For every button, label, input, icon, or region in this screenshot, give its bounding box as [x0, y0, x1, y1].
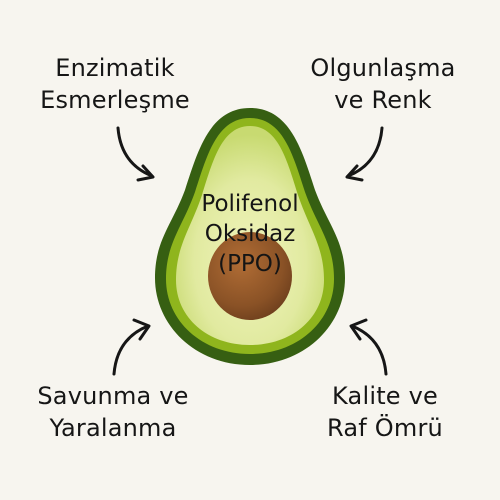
center-line-3: (PPO)	[218, 251, 282, 277]
label-quality-shelf-life: Kalite ve Raf Ömrü	[290, 380, 480, 444]
label-bottom-left-line-2: Yaralanma	[49, 414, 177, 442]
label-ripening-color: Olgunlaşma ve Renk	[288, 52, 478, 116]
center-line-2: Oksidaz	[204, 221, 296, 247]
label-top-right-line-1: Olgunlaşma	[310, 54, 456, 82]
center-line-1: Polifenol	[201, 191, 299, 217]
label-bottom-left-line-1: Savunma ve	[37, 382, 189, 410]
label-top-right-line-2: ve Renk	[334, 86, 432, 114]
avocado-seed-icon	[208, 232, 292, 320]
arrow-top-left-icon	[116, 126, 154, 178]
arrow-bottom-left-icon	[112, 324, 150, 376]
label-enzymatic-browning: Enzimatik Esmerleşme	[20, 52, 210, 116]
center-label: Polifenol Oksidaz (PPO)	[165, 189, 335, 279]
label-top-left-line-1: Enzimatik	[55, 54, 175, 82]
arrow-top-right-icon	[346, 126, 384, 178]
label-top-left-line-2: Esmerleşme	[40, 86, 190, 114]
label-bottom-right-line-2: Raf Ömrü	[327, 414, 443, 442]
arrow-bottom-right-icon	[350, 324, 388, 376]
label-defense-wounding: Savunma ve Yaralanma	[18, 380, 208, 444]
label-bottom-right-line-1: Kalite ve	[332, 382, 438, 410]
